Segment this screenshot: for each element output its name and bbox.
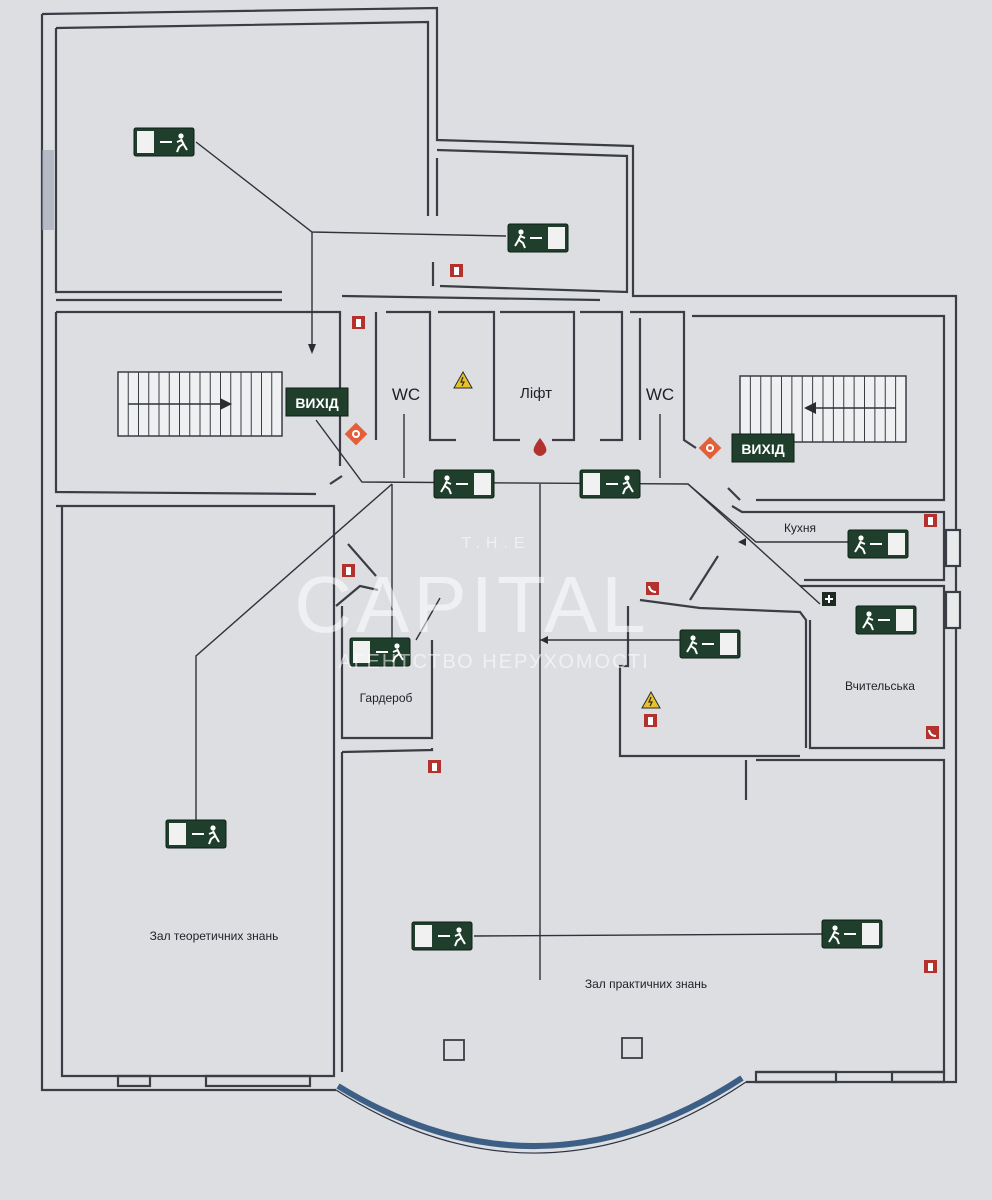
exit-sign (821, 919, 883, 949)
fire-extinguisher-icon (924, 514, 937, 527)
fire-hose-icon (344, 422, 368, 446)
room-label-lift: Ліфт (520, 385, 552, 402)
stairs-right (739, 375, 907, 443)
curved-glass-facade (336, 1075, 744, 1149)
first-aid-icon (822, 592, 836, 606)
svg-text:CAPITAL: CAPITAL (294, 560, 650, 649)
warning-triangle-icon (453, 371, 473, 389)
room-label-cloakroom: Гардероб (360, 691, 413, 705)
water-drop-icon (533, 438, 547, 456)
fire-extinguisher-icon (450, 264, 463, 277)
svg-text:ВИХІД: ВИХІД (741, 441, 784, 457)
exit-sign (411, 921, 473, 951)
exit-sign (855, 605, 917, 635)
fire-extinguisher-icon (352, 316, 365, 329)
room-label-practice-hall: Зал практичних знань (585, 977, 707, 991)
room-label-wc-right: WC (646, 385, 674, 404)
svg-text:ВИХІД: ВИХІД (295, 395, 338, 411)
svg-text:T.H.E: T.H.E (461, 535, 530, 552)
column (443, 1039, 465, 1061)
fire-hose-icon (698, 436, 722, 460)
svg-text:АГЕНТСТВО НЕРУХОМОСТІ: АГЕНТСТВО НЕРУХОМОСТІ (338, 651, 649, 673)
exit-sign (133, 127, 195, 157)
exit-sign (679, 629, 741, 659)
fire-extinguisher-icon (924, 960, 937, 973)
exit-sign (847, 529, 909, 559)
room-label-theory-hall: Зал теоретичних знань (150, 929, 279, 943)
room-label-wc-left: WC (392, 385, 420, 404)
exit-sign (165, 819, 227, 849)
inner-walls (54, 148, 962, 1088)
exit-sign (433, 469, 495, 499)
exit-label-left: ВИХІД (285, 387, 349, 417)
phone-icon (925, 725, 940, 740)
outer-walls (40, 6, 958, 1092)
exit-sign (507, 223, 569, 253)
evacuation-routes (195, 141, 848, 980)
stairs-left (117, 371, 283, 437)
fire-extinguisher-icon (428, 760, 441, 773)
watermark-logo: T.H.E CAPITAL АГЕНТСТВО НЕРУХОМОСТІ (294, 535, 650, 673)
room-label-kitchen: Кухня (784, 521, 816, 535)
room-label-teachers: Вчительська (845, 679, 915, 693)
warning-triangle-icon (641, 691, 661, 709)
exit-sign (579, 469, 641, 499)
fire-extinguisher-icon (644, 714, 657, 727)
exit-label-right: ВИХІД (731, 433, 795, 463)
column (621, 1037, 643, 1059)
